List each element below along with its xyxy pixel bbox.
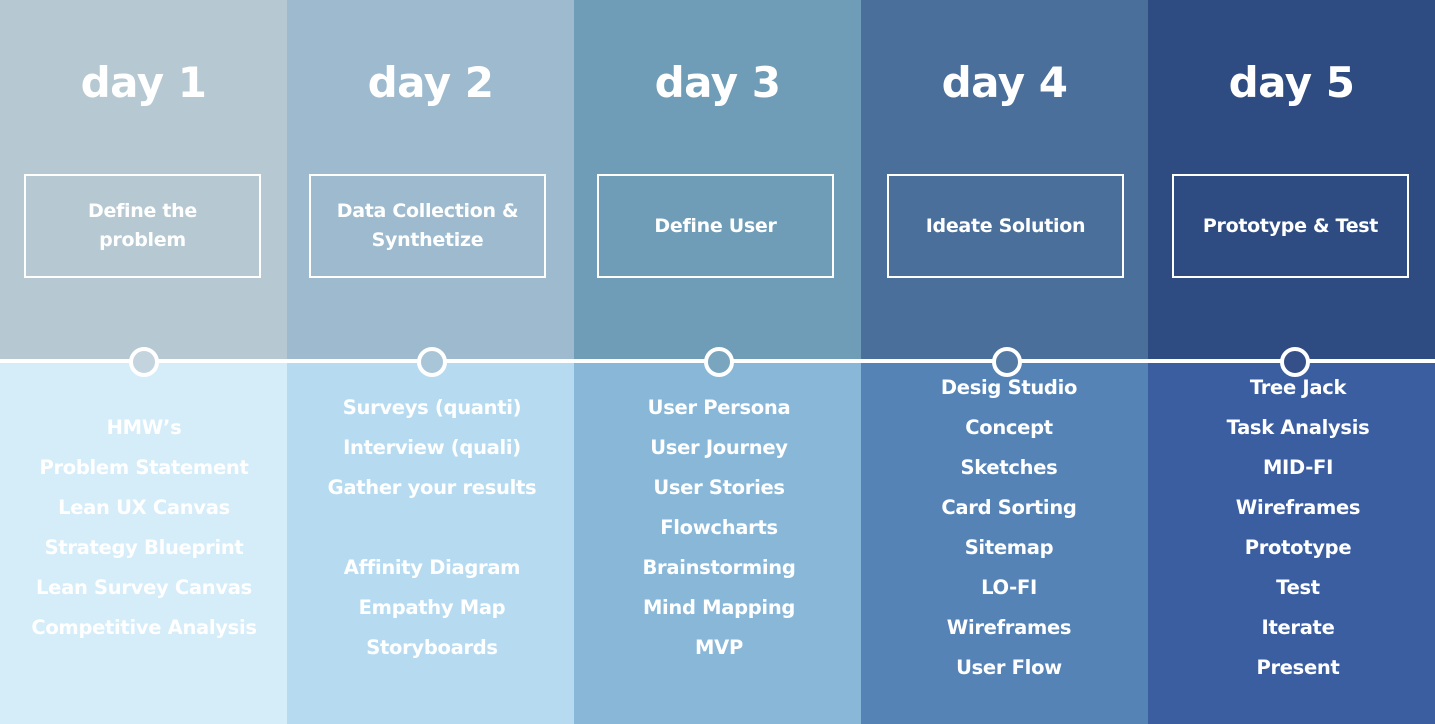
activity-item: Desig Studio	[940, 376, 1078, 399]
activity-item: LO-FI	[981, 576, 1037, 599]
day-title: day 5	[1228, 58, 1355, 107]
activity-item: Gather your results	[327, 476, 537, 499]
activity-item: User Journey	[650, 436, 788, 459]
phase-box: Ideate Solution	[887, 174, 1124, 278]
activity-item: Iterate	[1261, 616, 1335, 639]
timeline-node	[992, 347, 1022, 377]
activity-item: Present	[1256, 656, 1340, 679]
activity-item: User Persona	[647, 396, 791, 419]
activity-item: Flowcharts	[660, 516, 778, 539]
timeline-node	[129, 347, 159, 377]
activity-item: Brainstorming	[642, 556, 796, 579]
activity-item: Strategy Blueprint	[44, 536, 244, 559]
day-title: day 2	[367, 58, 494, 107]
day-header-panel	[0, 0, 287, 362]
activity-item: Prototype	[1244, 536, 1352, 559]
activity-item: Tree Jack	[1249, 376, 1347, 399]
activity-item: Mind Mapping	[642, 596, 796, 619]
day-activities-panel	[861, 362, 1148, 724]
day-header-panel	[861, 0, 1148, 362]
activity-item: Sitemap	[964, 536, 1054, 559]
activity-item: Surveys (quanti)	[342, 396, 522, 419]
activity-item: User Flow	[956, 656, 1062, 679]
day-activities-panel	[0, 362, 287, 724]
activity-item: Empathy Map	[358, 596, 506, 619]
activity-item: MID-FI	[1262, 456, 1334, 479]
activity-item: MVP	[695, 636, 743, 659]
day-header-panel	[1148, 0, 1435, 362]
activity-item: Lean Survey Canvas	[36, 576, 252, 599]
day-column-2: day 2 Data Collection & Synthetize Surve…	[287, 0, 574, 724]
activity-item: Wireframes	[1235, 496, 1361, 519]
phase-label: Define User	[654, 214, 777, 237]
timeline-node	[417, 347, 447, 377]
phase-label: Data Collection & Synthetize	[336, 200, 519, 251]
activity-list: Surveys (quanti) Interview (quali) Gather …	[289, 388, 576, 668]
activity-item: Affinity Diagram	[343, 556, 521, 579]
activity-item: Storyboards	[366, 636, 498, 659]
phase-box: Data Collection & Synthetize	[309, 174, 546, 278]
phase-label: Ideate Solution	[925, 214, 1086, 237]
activity-item: Interview (quali)	[343, 436, 521, 459]
phase-label: Define the problem	[88, 200, 197, 251]
day-title: day 1	[80, 58, 207, 107]
day-title: day 4	[941, 58, 1068, 107]
activity-item: HMW’s	[106, 416, 182, 439]
activity-item: Task Analysis	[1226, 416, 1370, 439]
activity-item: User Stories	[653, 476, 785, 499]
day-activities-panel	[287, 362, 574, 724]
day-header-panel	[287, 0, 574, 362]
activity-item: Concept	[965, 416, 1053, 439]
day-header-panel	[574, 0, 861, 362]
activity-item: Competitive Analysis	[31, 616, 257, 639]
day-activities-panel	[1148, 362, 1435, 724]
list-spacer	[289, 508, 576, 548]
phase-box: Define User	[597, 174, 834, 278]
day-activities-panel	[574, 362, 861, 724]
phase-box: Prototype & Test	[1172, 174, 1409, 278]
activity-item: Problem Statement	[39, 456, 249, 479]
activity-item: Lean UX Canvas	[58, 496, 230, 519]
timeline-node	[704, 347, 734, 377]
activity-item: Card Sorting	[941, 496, 1077, 519]
phase-box: Define the problem	[24, 174, 261, 278]
activity-item: Sketches	[960, 456, 1058, 479]
activity-item: Wireframes	[946, 616, 1072, 639]
day-title: day 3	[654, 58, 781, 107]
phase-label: Prototype & Test	[1202, 214, 1379, 237]
activity-item: Test	[1276, 576, 1320, 599]
timeline-node	[1280, 347, 1310, 377]
